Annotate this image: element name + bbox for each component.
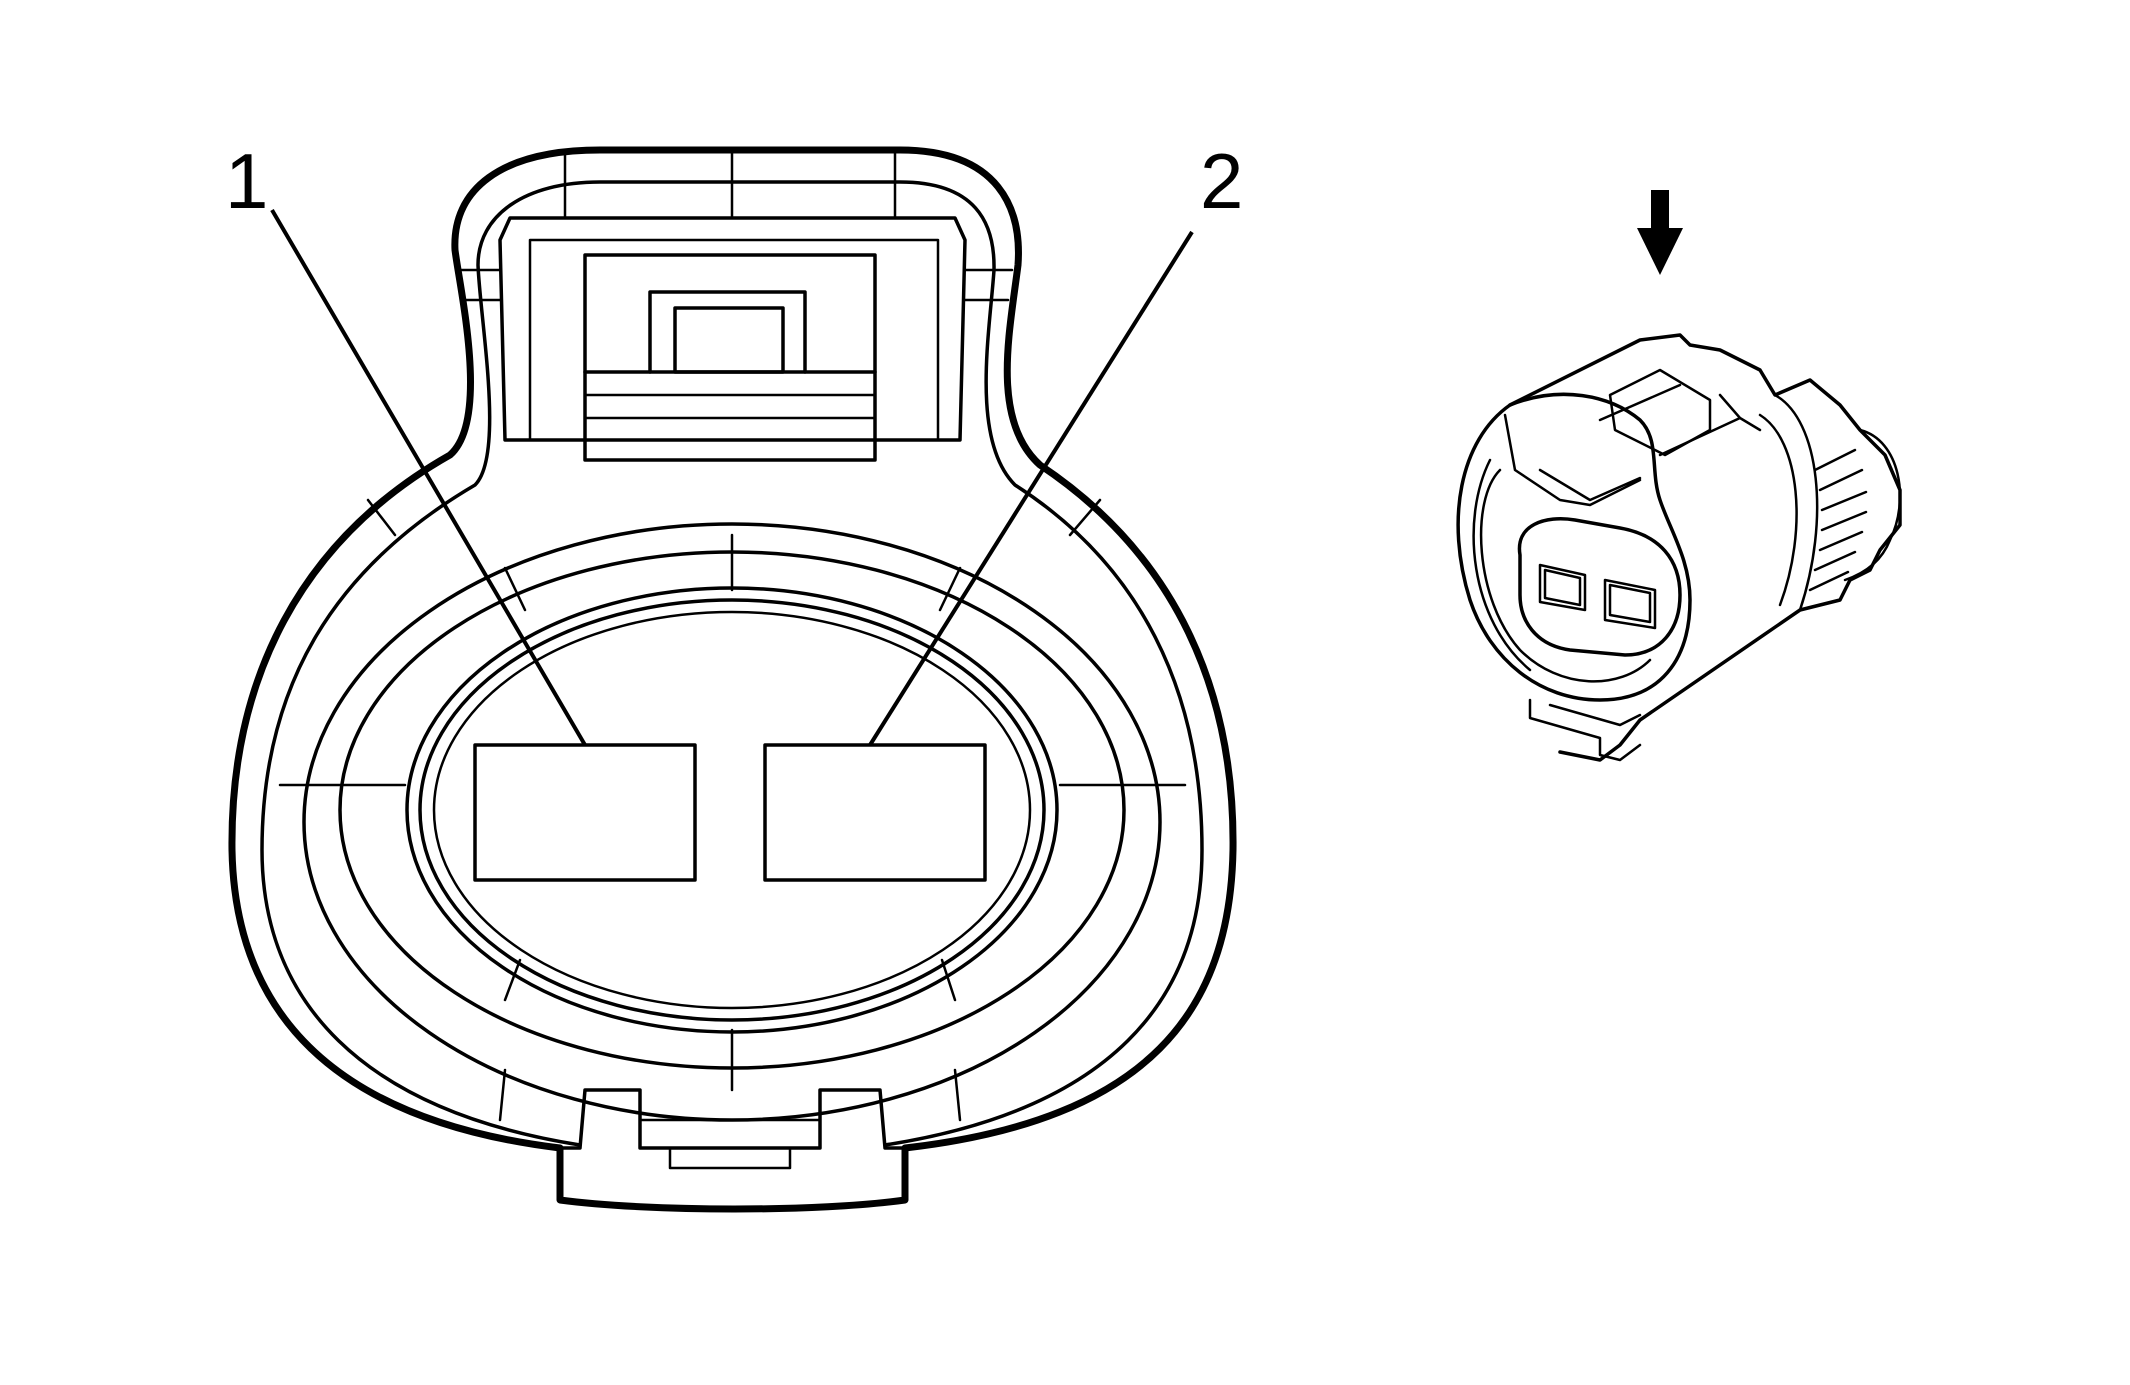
iso-top-latch-inner [1598, 383, 1762, 457]
terminal-cavity-1 [473, 743, 697, 882]
iso-rear-collar [1758, 393, 1819, 612]
ring-tick-bl [503, 958, 522, 1002]
iso-terminal-2 [1603, 578, 1657, 630]
terminal-cavity-2 [763, 743, 987, 882]
ring-tick-tl [503, 566, 527, 612]
iso-front-face-outer [1456, 392, 1692, 702]
iso-bottom-key [1528, 698, 1642, 762]
callout-2-leader [868, 230, 1194, 747]
lock-latch-frame [583, 253, 877, 462]
ring-tick-br [940, 958, 957, 1002]
housing-outer-outline [228, 146, 1237, 1213]
iso-front-face-inner [1479, 468, 1652, 683]
bottom-key-notch [638, 1118, 822, 1170]
callout-1-label: 1 [225, 137, 268, 225]
bottom-key-rib-left [498, 1068, 507, 1122]
iso-rear-ribs [1808, 448, 1868, 592]
connector-face-view: 1 2 [225, 137, 1243, 1213]
arrow-down-icon [1637, 190, 1683, 275]
seal-ring-middle [338, 550, 1126, 1070]
iso-top-latch [1608, 368, 1712, 457]
callout-2-label: 2 [1200, 137, 1243, 225]
bottom-key [558, 1088, 907, 1150]
seal-ring-inner [405, 586, 1059, 1034]
connector-isometric-view [1456, 333, 1902, 762]
lock-latch-tab [648, 290, 807, 374]
callout-1-leader [270, 208, 587, 747]
cavity-ring-inner [432, 610, 1032, 1010]
bottom-key-rib-right [953, 1068, 962, 1122]
iso-terminal-1 [1538, 563, 1587, 612]
latch-tower [498, 216, 967, 442]
ring-tick-or [1068, 498, 1102, 537]
iso-rear-cap [1843, 428, 1902, 582]
latch-tower-inner [528, 238, 940, 442]
ring-tick-ol [366, 498, 397, 537]
iso-cavity-oval [1517, 517, 1682, 657]
ring-tick-tr [938, 566, 962, 612]
housing-inner-outline [260, 180, 1204, 1147]
iso-top-rail [1503, 413, 1642, 507]
lock-latch-button [673, 306, 785, 374]
iso-body-outline [1508, 333, 1902, 762]
iso-front-face-seal [1472, 458, 1532, 672]
cavity-ring-outer [418, 598, 1046, 1022]
